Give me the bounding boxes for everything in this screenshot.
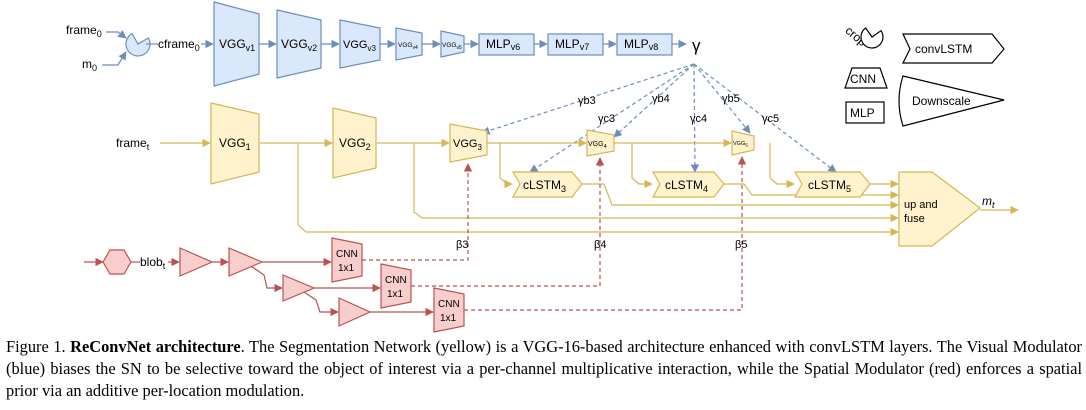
caption-body: . The Segmentation Network (yellow) is a… [6,337,1083,400]
mlp-v8-label: MLPv8 [624,37,658,52]
legend: crop convLSTM CNN MLP Downscale [843,23,1005,127]
legend-convlstm-label: convLSTM [915,42,972,56]
legend-crop-icon [860,27,884,49]
sm-cnn-3-kernel: 1x1 [440,313,457,324]
crop-node [125,32,151,57]
figure-caption: Figure 1. ReConvNet architecture. The Se… [6,336,1082,402]
up-and-fuse-block [898,171,981,247]
sm-cnn-2-kernel: 1x1 [387,289,404,300]
sm-cnn-1-block [331,237,363,283]
sm-cnn-3-block [433,287,465,333]
frame0-label: frame0 [66,23,102,39]
blob-t-label: blobt [140,255,166,271]
sm-cnn-2-label: CNN [385,275,407,286]
vgg-v5-label: VGGv5 [442,42,462,51]
gamma-c5-label: γc5 [762,113,779,125]
fuse-label-line2: fuse [904,213,925,225]
sm-cnn-2-block [380,263,412,309]
segmentation-network: framet VGG1 VGG2 [116,102,1019,247]
vgg5-label: VGG5 [733,141,748,148]
sm-downscale-1 [179,247,214,277]
gamma-output: γ [692,36,701,55]
vgg5-block [731,130,755,156]
frame0-line [106,30,127,39]
clstm3-block [511,171,583,198]
vgg-v2-label: VGGv2 [281,37,317,53]
caption-label: Figure 1. [6,337,66,356]
m0-line [102,51,127,66]
sm-downscale-2 [228,247,264,277]
clstm4-block [651,171,725,198]
vgg-v1-label: VGGv1 [219,37,255,53]
sm-cnn-3-label: CNN [438,299,460,310]
beta5-label: β5 [735,239,747,251]
vgg-v4-block [395,27,423,61]
clstm3-label: cLSTM3 [523,178,566,194]
clstm4-label: cLSTM4 [665,178,708,194]
gamma-b3-label: γb3 [578,95,596,107]
sm-cnn-1-kernel: 1x1 [338,263,355,274]
vgg2-label: VGG2 [339,136,371,152]
vgg-v2-block [276,9,322,79]
vgg4-block [586,129,615,157]
cframe0-label: cframe0 [158,37,200,53]
vgg2-block [332,107,377,179]
gamma-b5-label: γb5 [722,93,740,105]
mlp-v7-label: MLPv7 [555,37,589,52]
frame-t-label: framet [116,136,150,152]
legend-downscale-icon [898,75,1005,127]
clstm5-block [793,171,871,198]
vgg3-block [449,123,488,163]
blob-input-node [102,249,132,275]
gamma-arrows [481,63,837,173]
vgg-v3-block [339,19,381,69]
beta-arrows [362,156,747,311]
visual-modulator: frame0 m0 cframe0 VGGv1 VGGv2 VGGv3 VGGv… [66,1,837,173]
clstm5-label: cLSTM5 [808,178,851,194]
vgg-v3-label: VGGv3 [343,39,376,53]
beta3-label: β3 [456,239,468,251]
gamma-c3-label: γc3 [598,113,615,125]
fuse-label-line1: up and [904,199,938,211]
spatial-modulator: blobt CNN 1x1 CNN 1x1 CNN 1x1 [84,156,747,333]
output-mt-label: mt [982,194,995,210]
vgg-v1-block [213,1,260,87]
vgg-v5-block [440,30,465,58]
vgg1-block [210,102,260,185]
mlp-v6-label: MLPv6 [486,37,520,52]
legend-cnn-label: CNN [850,72,876,86]
vgg3-label: VGG3 [453,138,482,152]
gamma-c4-label: γc4 [690,113,707,125]
caption-title: ReConvNet architecture [70,337,241,356]
beta4-label: β4 [594,239,606,251]
legend-convlstm-icon [902,33,1005,64]
vgg4-label: VGG4 [588,141,607,150]
sm-downscale-4 [338,297,372,327]
sm-downscale-3 [282,274,316,302]
legend-mlp-icon [845,101,885,124]
architecture-diagram: frame0 m0 cframe0 VGGv1 VGGv2 VGGv3 VGGv… [66,1,1019,333]
legend-downscale-label: Downscale [912,94,971,108]
legend-cnn-icon [844,67,888,89]
vgg1-label: VGG1 [219,136,251,152]
sm-cnn-1-label: CNN [336,249,358,260]
m0-label: m0 [82,57,97,73]
legend-mlp-label: MLP [850,106,875,120]
vgg-v4-label: VGGv4 [398,42,418,51]
gamma-b4-label: γb4 [652,93,670,105]
